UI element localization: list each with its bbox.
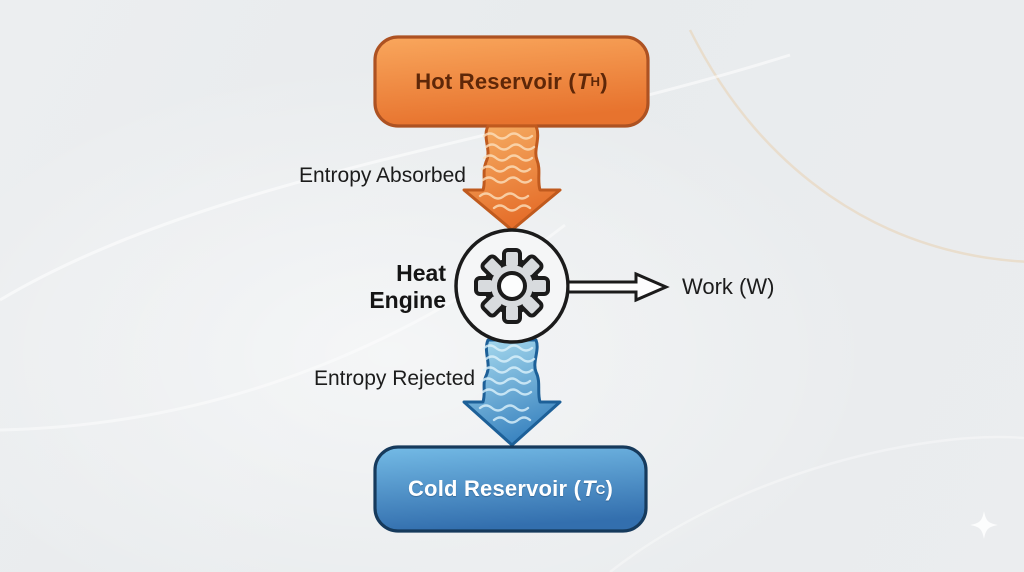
swirl-line [609,435,1024,572]
sparkle-icon [970,511,998,539]
heat-engine-label-line2: Engine [369,287,446,313]
cold-reservoir-text: Cold Reservoir ( [407,476,582,501]
swirl-line [0,53,791,302]
entropy-absorbed-label: Entropy Absorbed [299,164,466,187]
temperature-symbol: T [582,476,596,501]
hot-reservoir-text-suffix: ) [600,68,608,94]
entropy-rejected-arrow-body [462,338,562,447]
sparkle-shape [970,511,998,539]
heat-engine-label-line1: Heat [396,260,446,286]
heat-engine-node [454,228,570,344]
work-label: Work (W) [682,274,775,299]
gear-hole [497,271,527,301]
wave-texture [478,132,536,212]
entropy-rejected-arrow [462,338,562,447]
cold-reservoir-text-suffix: ) [605,476,614,501]
wave-texture [478,344,536,424]
temperature-subscript: C [595,481,606,497]
gear-icon [474,248,550,324]
hot-reservoir-text: Hot Reservoir ( [415,68,576,94]
entropy-absorbed-arrow [462,124,562,232]
temperature-symbol: T [576,68,591,94]
cold-reservoir-shape [373,445,648,533]
work-arrow-body [566,271,670,303]
swirl-line [688,29,1024,263]
cold-reservoir-rect [373,445,648,533]
heat-engine-label: Heat Engine [300,260,446,314]
temperature-subscript: H [590,74,601,89]
work-output-arrow [566,271,670,303]
entropy-rejected-label: Entropy Rejected [314,367,476,390]
